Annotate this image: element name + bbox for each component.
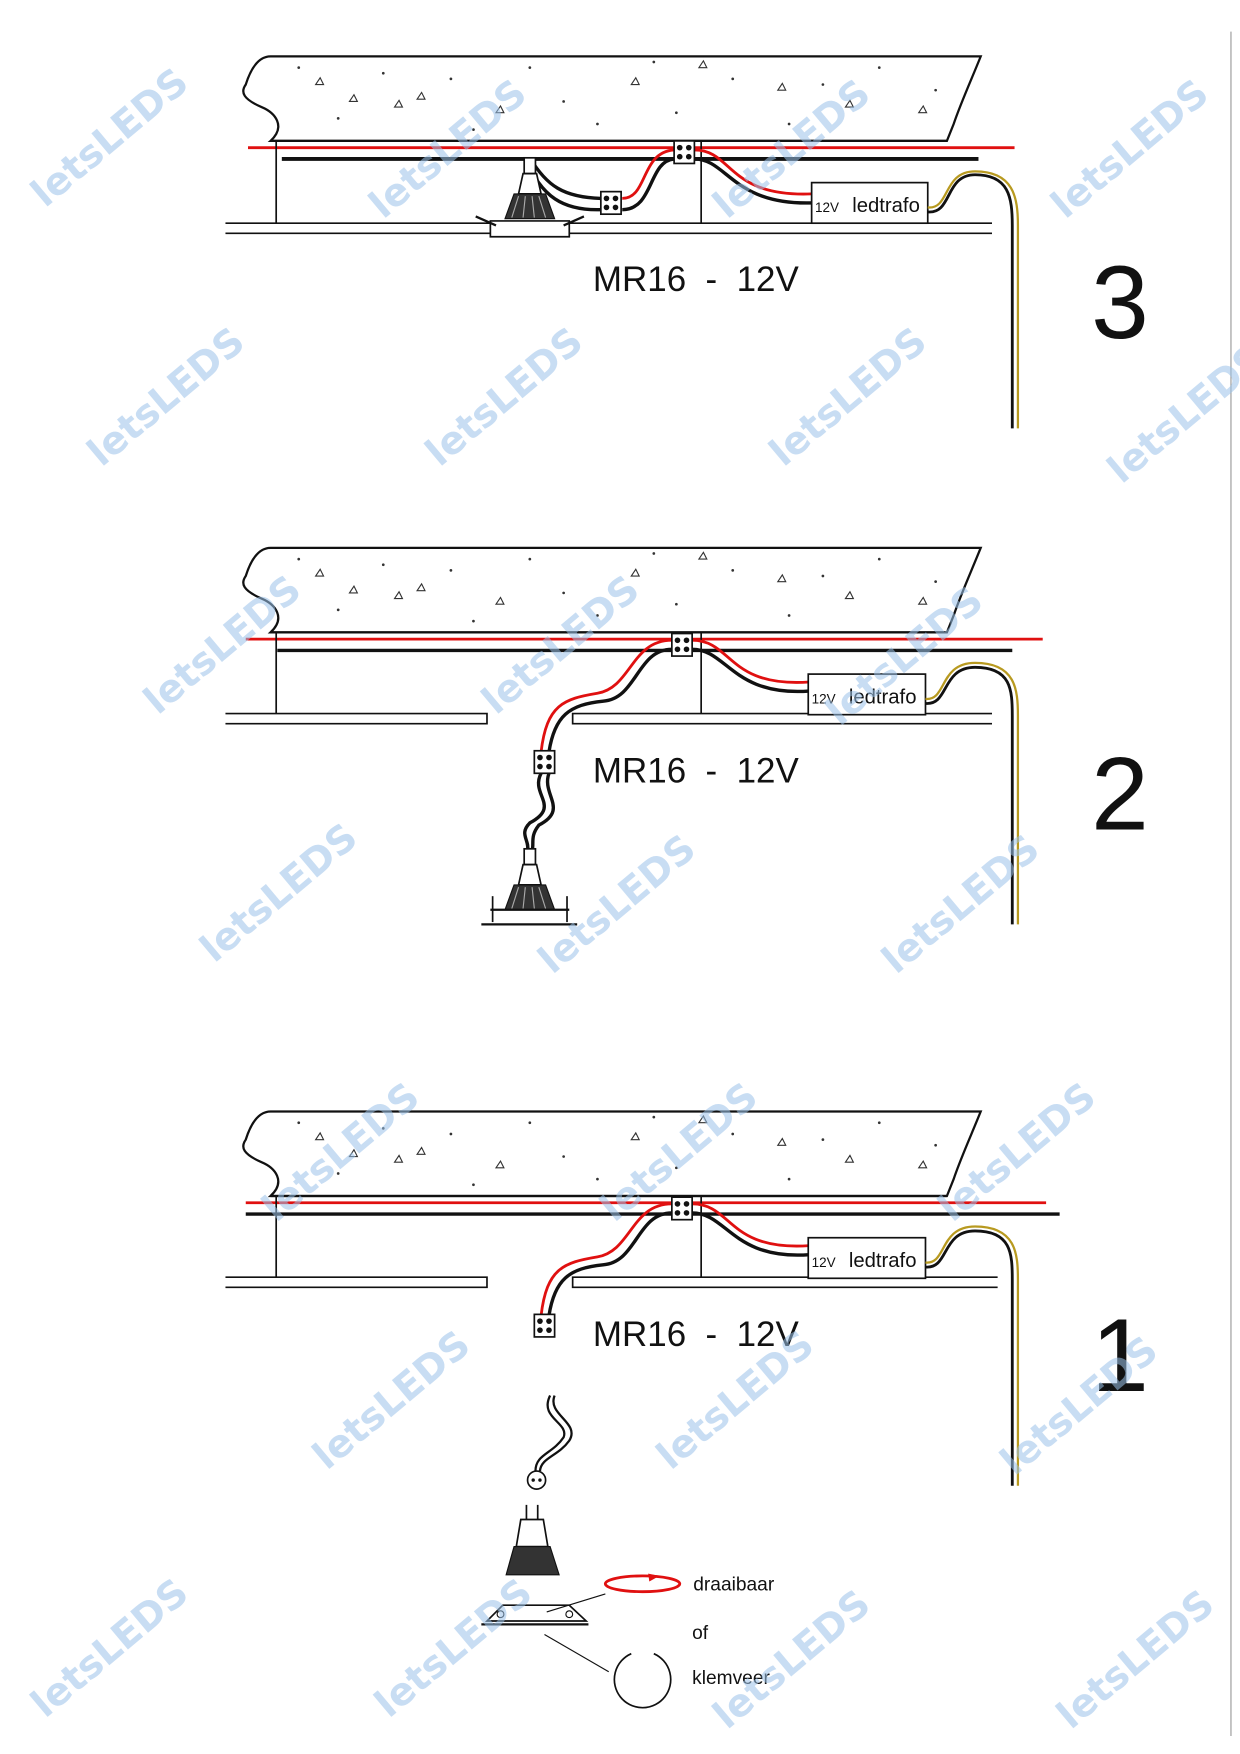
suspended-ceiling — [225, 1276, 998, 1289]
legend-spring-clip: klemveer — [692, 1668, 770, 1689]
step-2-panel: 12V ledtrafo MR16 - 12V 2 — [225, 546, 1149, 926]
watermark: letsLEDS — [23, 1570, 198, 1727]
watermark: letsLEDS — [874, 826, 1049, 983]
watermark: letsLEDS — [1048, 1581, 1223, 1738]
watermark: letsLEDS — [1043, 71, 1218, 228]
led-transformer — [810, 181, 929, 225]
legend-or: of — [692, 1623, 709, 1644]
trafo-voltage: 12V — [812, 1255, 836, 1270]
watermark: letsLEDS — [135, 567, 310, 724]
step-number: 1 — [1091, 1297, 1149, 1413]
lamp-connector — [533, 1313, 556, 1338]
gu53-socket — [526, 1470, 547, 1490]
trafo-label: ledtrafo — [852, 195, 920, 217]
lamp-label: MR16 - 12V — [593, 260, 800, 299]
led-transformer — [807, 1236, 927, 1280]
watermark: letsLEDS — [761, 319, 936, 476]
ceiling-hangers — [275, 140, 703, 224]
mr16-lamp — [504, 156, 556, 220]
junction-connector — [671, 632, 693, 657]
watermark: letsLEDS — [79, 319, 254, 476]
lamp-label: MR16 - 12V — [593, 751, 800, 790]
legend-rotatable: draaibaar — [693, 1575, 775, 1596]
step-number: 2 — [1091, 736, 1149, 852]
suspended-ceiling — [225, 712, 992, 725]
lamp-label: MR16 - 12V — [593, 1315, 800, 1354]
mains-cable — [925, 665, 1014, 925]
step-number: 3 — [1091, 244, 1149, 360]
downlight-trim — [489, 220, 571, 238]
junction-connector — [673, 140, 696, 165]
step-3-panel: 12V ledtrafo MR16 - 12V 3 — [225, 55, 1149, 429]
watermark: letsLEDS — [366, 1570, 541, 1727]
watermark: letsLEDS — [304, 1322, 479, 1479]
downlight-frame — [481, 1604, 589, 1626]
trafo-voltage: 12V — [812, 691, 836, 706]
watermark: letsLEDS — [192, 815, 367, 972]
step-1-panel: 12V ledtrafo MR16 - 12V 1 draaibaar of — [225, 1110, 1149, 1709]
lamp-cable — [534, 1395, 566, 1472]
watermark: letsLEDS — [705, 1581, 880, 1738]
lamp-connector — [599, 190, 622, 216]
mr16-lamp — [505, 1504, 560, 1576]
suspended-ceiling — [225, 222, 992, 235]
watermark: letsLEDS — [530, 826, 705, 983]
junction-connector — [671, 1196, 693, 1221]
watermark: letsLEDS — [417, 319, 592, 476]
rotate-arrow-icon — [603, 1573, 682, 1594]
mr16-lamp — [504, 847, 556, 911]
spring-clip-icon — [613, 1652, 672, 1709]
watermark: letsLEDS — [23, 59, 198, 216]
mains-cable — [927, 173, 1014, 429]
trafo-voltage: 12V — [815, 200, 839, 215]
led-transformer — [807, 673, 927, 716]
trafo-label: ledtrafo — [849, 686, 917, 708]
watermarks: letsLEDS letsLEDS letsLEDS letsLEDS lets… — [23, 59, 1240, 1738]
mains-cable — [925, 1229, 1014, 1486]
lamp-connector — [533, 749, 556, 775]
downlight-trim — [481, 908, 578, 926]
trafo-label: ledtrafo — [849, 1250, 917, 1272]
